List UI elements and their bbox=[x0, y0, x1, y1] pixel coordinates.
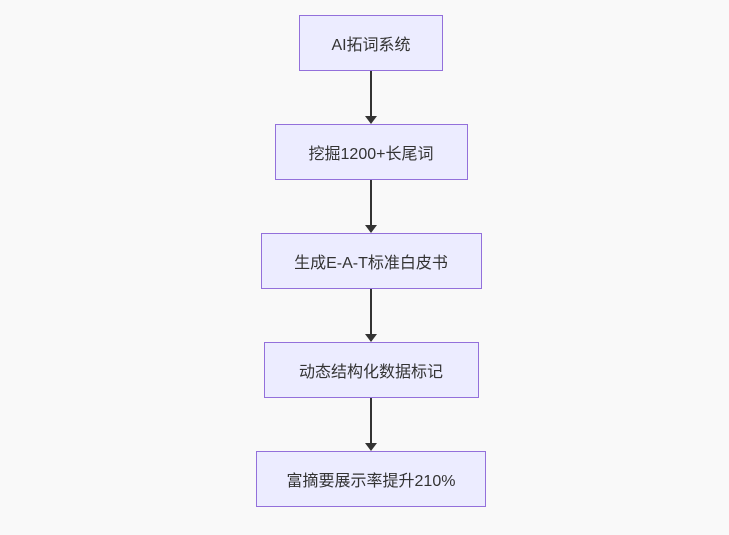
flow-node-label: AI拓词系统 bbox=[331, 37, 411, 54]
flowchart: AI拓词系统 挖掘1200+长尾词 生成E-A-T标准白皮书 动态结构化数据标记… bbox=[256, 15, 486, 507]
arrow-down-3 bbox=[365, 289, 377, 342]
arrow-down-4 bbox=[365, 398, 377, 451]
flow-node-label: 动态结构化数据标记 bbox=[298, 364, 443, 381]
flow-node-label: 富摘要展示率提升210% bbox=[286, 473, 456, 490]
flow-node-mine-longtail-keywords: 挖掘1200+长尾词 bbox=[274, 124, 468, 180]
arrowhead-icon bbox=[365, 334, 377, 342]
flow-node-generate-eat-whitepaper: 生成E-A-T标准白皮书 bbox=[260, 233, 482, 289]
arrow-shaft bbox=[370, 289, 372, 334]
arrowhead-icon bbox=[365, 116, 377, 124]
flow-node-label: 挖掘1200+长尾词 bbox=[308, 146, 434, 163]
flow-node-ai-word-expansion-system: AI拓词系统 bbox=[299, 15, 443, 71]
arrowhead-icon bbox=[365, 225, 377, 233]
arrowhead-icon bbox=[365, 443, 377, 451]
arrow-down-2 bbox=[365, 180, 377, 233]
arrow-shaft bbox=[370, 71, 372, 116]
arrow-down-1 bbox=[365, 71, 377, 124]
arrow-shaft bbox=[370, 398, 372, 443]
arrow-shaft bbox=[370, 180, 372, 225]
flow-node-label: 生成E-A-T标准白皮书 bbox=[294, 255, 448, 272]
flow-node-dynamic-structured-data-markup: 动态结构化数据标记 bbox=[263, 342, 479, 398]
flow-node-rich-snippet-rate-increase: 富摘要展示率提升210% bbox=[256, 451, 486, 507]
